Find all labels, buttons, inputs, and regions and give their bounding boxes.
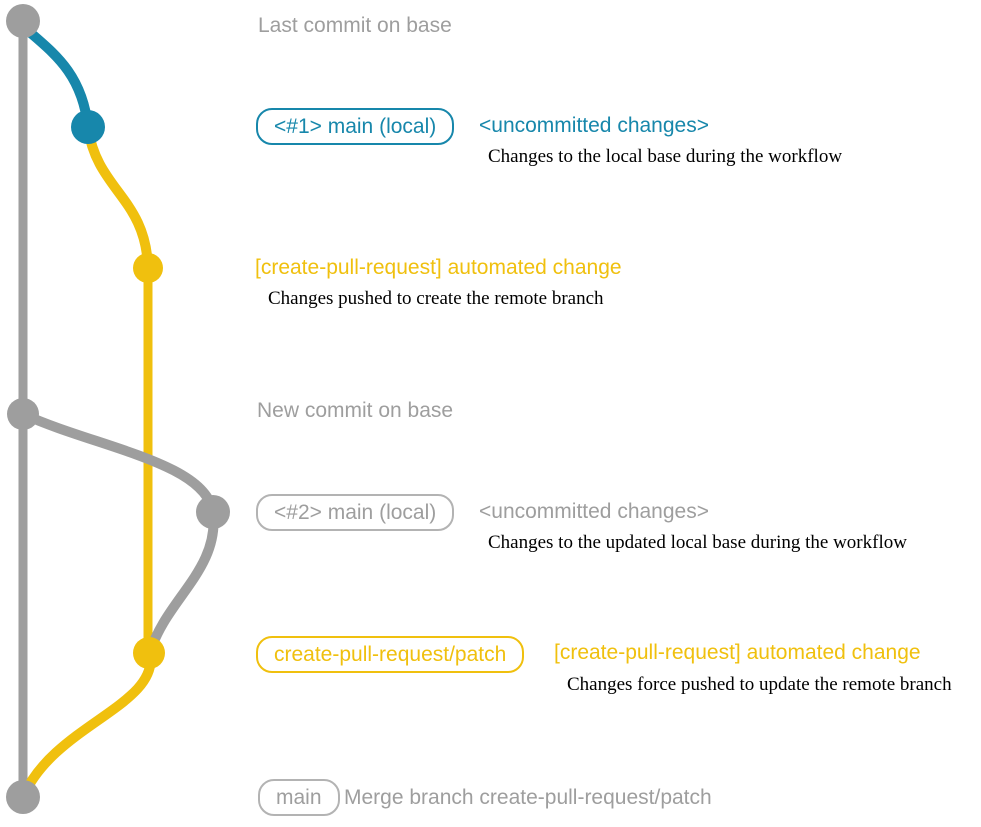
status-uncommitted-changes-1: <uncommitted changes> — [479, 114, 709, 137]
commit-node-last-base — [6, 4, 40, 38]
commit-node-merge — [6, 780, 40, 814]
branch-label-main-local-1: <#1> main (local) — [256, 108, 455, 146]
caption-last-commit-on-base: Last commit on base — [258, 14, 452, 37]
rebased-main-curve — [18, 409, 218, 517]
status-uncommitted-changes-2: <uncommitted changes> — [479, 500, 709, 523]
description-updated-local-base-changes: Changes to the updated local base during… — [488, 532, 907, 553]
commit-node-local-main-2 — [196, 495, 230, 529]
branch-label-main-local-2: <#2> main (local) — [256, 494, 455, 532]
patch-branch-create-curve — [83, 123, 153, 273]
commit-message-automated-change-1: [create-pull-request] automated change — [255, 256, 622, 279]
git-graph — [6, 4, 230, 814]
commit-node-local-main-1 — [71, 110, 105, 144]
branch-label-main: main — [258, 779, 340, 817]
rebased-main-to-patch-curve — [145, 507, 219, 658]
commit-node-automated-change-1 — [133, 253, 163, 283]
commit-node-automated-change-2 — [133, 637, 165, 669]
description-local-base-changes: Changes to the local base during the wor… — [488, 146, 843, 167]
patch-branch-merge-curve — [19, 648, 156, 800]
commit-message-automated-change-2: [create-pull-request] automated change — [554, 641, 921, 664]
commit-node-new-base — [7, 398, 39, 430]
caption-new-commit-on-base: New commit on base — [257, 399, 454, 422]
local-main-branch-curve — [20, 23, 93, 132]
description-changes-force-pushed: Changes force pushed to update the remot… — [567, 674, 952, 695]
branch-label-create-pull-request-patch: create-pull-request/patch — [256, 636, 525, 674]
commit-message-merge-branch: Merge branch create-pull-request/patch — [344, 786, 712, 809]
description-changes-pushed: Changes pushed to create the remote bran… — [268, 288, 604, 309]
